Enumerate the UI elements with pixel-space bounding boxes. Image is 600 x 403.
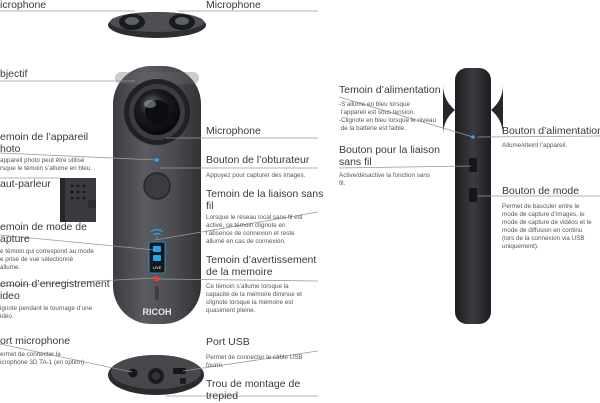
bottom-view-camera <box>108 355 204 395</box>
speaker-inset <box>60 178 96 222</box>
desc-wireless-button: Active/désactive la fonction sans fil. <box>339 172 431 187</box>
label-power-led: Temoin d’alimentation <box>339 84 441 96</box>
desc-mic-port: ermet de connecter le icrophone 3D TA-1 … <box>0 351 86 366</box>
label-camera-led: emoin de l’appareil hoto <box>0 131 89 155</box>
label-record-led: emoin d’enregistrement ideo <box>0 278 110 302</box>
label-wireless-led: Temoin de la liaison sans fil <box>206 188 324 212</box>
label-mic-mid: Microphone <box>206 125 261 137</box>
top-view-camera <box>108 12 206 38</box>
front-view-camera <box>113 66 201 324</box>
label-shutter: Bouton de l’obturateur <box>206 154 310 166</box>
label-mic-top-right: Microphone <box>206 0 261 11</box>
desc-camera-led: appareil photo peut être utilisé rsque l… <box>0 157 93 172</box>
memory-warning-led <box>154 276 159 281</box>
brand-logo: RICOH <box>143 307 172 317</box>
mode-indicator-text: LIVE <box>153 265 162 270</box>
label-usb-port: Port USB <box>206 336 250 348</box>
side-view-camera <box>443 68 503 324</box>
desc-power-button: Allume/éteint l’appareil. <box>502 142 568 149</box>
desc-shutter: Appuyez pour capturer des images. <box>206 172 306 179</box>
shutter-button-shape[interactable] <box>143 172 171 200</box>
label-mode-button: Bouton de mode <box>502 185 580 197</box>
desc-power-led: -S’allume en bleu lorsque l’appareil est… <box>339 101 436 132</box>
desc-memory-led: Ce témoin s’allume lorsque la capacité d… <box>206 283 302 314</box>
label-memory-led: Temoin d’avertissement de la memoire <box>206 254 317 278</box>
desc-record-led: ignote pendant le tournage d’une idéo. <box>0 305 93 320</box>
desc-wireless-led: Lorsque le réseau local sans fil est act… <box>206 214 303 245</box>
label-mode-led: emoin de mode de apture <box>0 221 87 245</box>
desc-mode-button: Permet de basculer entre le mode de capt… <box>502 203 592 250</box>
label-mic-top-left: icrophone <box>0 0 47 11</box>
leader-lines <box>0 10 600 397</box>
label-speaker: aut-parleur <box>0 178 51 190</box>
label-wireless-button: Bouton pour la liaison sans fil <box>339 144 440 168</box>
desc-usb-port: Permet de connecter le câble USB fourni. <box>206 354 303 369</box>
mode-button-shape[interactable] <box>469 188 477 202</box>
desc-mode-led: e témoin qui correspond au mode e prise … <box>0 248 94 271</box>
wireless-button-shape[interactable] <box>469 158 477 172</box>
label-objectif: bjectif <box>0 68 28 80</box>
label-power-button: Bouton d’alimentation <box>502 125 600 137</box>
label-tripod: Trou de montage de trepied <box>206 378 301 402</box>
label-mic-port: ort microphone <box>0 335 71 347</box>
